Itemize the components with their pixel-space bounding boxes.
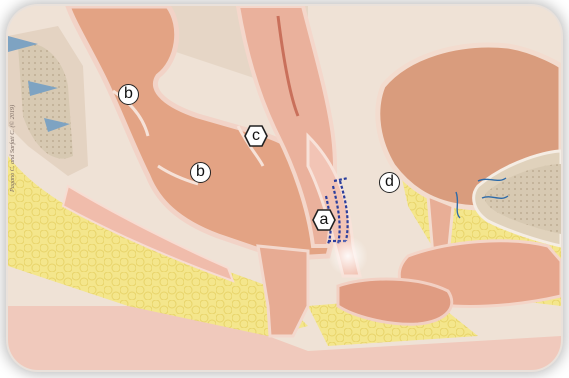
pelvic-cross-section [8, 6, 561, 370]
label-b-upper: b [118, 84, 139, 105]
label-c-text: c [244, 125, 268, 147]
anatomy-figure: Pagano C. and Sarfati C. (© 2019) [8, 6, 561, 370]
label-b-lower: b [190, 162, 211, 183]
highlight [328, 236, 368, 276]
label-a-text: a [312, 209, 336, 231]
label-a: a [312, 209, 336, 231]
label-b-lower-text: b [196, 163, 205, 180]
label-c: c [244, 125, 268, 147]
label-d: d [379, 172, 400, 193]
label-b-upper-text: b [124, 85, 133, 102]
credit-text: Pagano C. and Sarfati C. (© 2019) [9, 62, 19, 192]
label-d-text: d [385, 173, 394, 190]
